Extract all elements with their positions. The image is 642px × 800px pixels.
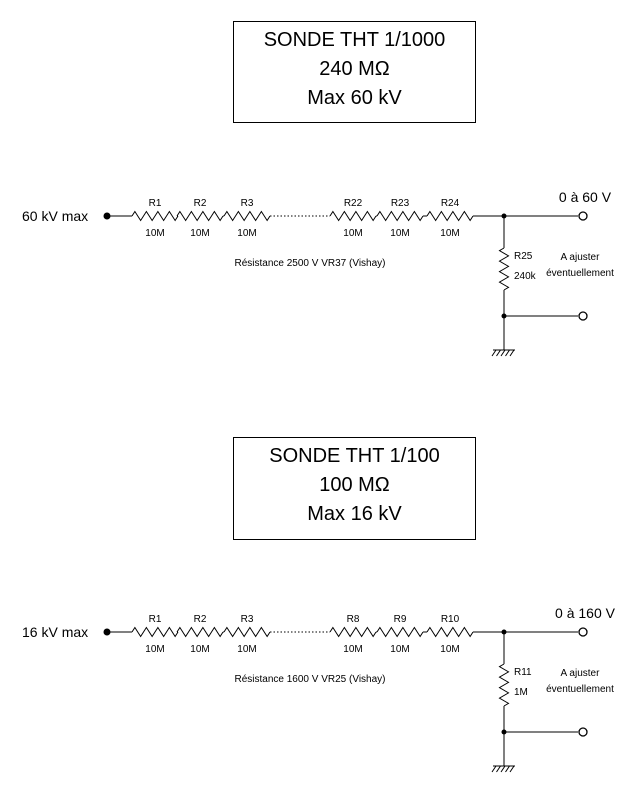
resistor-ref-label: R3: [241, 198, 254, 209]
resistor-value-label: 10M: [145, 644, 164, 655]
resistor-symbol: [426, 210, 474, 222]
resistor-symbol: [329, 626, 377, 638]
resistor-symbol: [131, 626, 179, 638]
shunt-resistor-symbol: [498, 663, 510, 707]
resistor-symbol: [176, 210, 224, 222]
probe-2-max-voltage: Max 16 kV: [307, 503, 402, 525]
resistor-type-note: Résistance 2500 V VR37 (Vishay): [234, 258, 385, 269]
shunt-resistor-ref-label: R25: [514, 251, 533, 262]
resistor-ref-label: R2: [194, 198, 207, 209]
output-terminal: [578, 211, 588, 221]
resistor-value-label: 10M: [440, 644, 459, 655]
resistor-ref-label: R23: [391, 198, 410, 209]
ground-output-terminal: [578, 727, 588, 737]
resistor-symbol: [376, 210, 424, 222]
resistor-value-label: 10M: [390, 228, 409, 239]
probe-1-max-voltage: Max 60 kV: [307, 87, 402, 109]
probe-1-circuit: 60 kV max R1 10M R2 10M R3 10M R22 10M R23 10M R24 1…: [22, 189, 614, 357]
shunt-resistor-value-label: 240k: [514, 271, 537, 282]
resistor-type-note: Résistance 1600 V VR25 (Vishay): [234, 674, 385, 685]
resistor-ref-label: R9: [394, 614, 407, 625]
ground-output-terminal: [578, 311, 588, 321]
resistor-value-label: 10M: [440, 228, 459, 239]
resistor-ref-label: R22: [344, 198, 363, 209]
resistor-ref-label: R10: [441, 614, 460, 625]
input-voltage-label: 16 kV max: [22, 624, 88, 640]
resistor-value-label: 10M: [237, 228, 256, 239]
ground-symbol-hatch: [491, 349, 515, 357]
resistor-value-label: 10M: [343, 228, 362, 239]
resistor-ref-label: R2: [194, 614, 207, 625]
resistor-symbol: [329, 210, 377, 222]
adjust-note-line-2: éventuellement: [546, 684, 614, 695]
adjust-note-line-1: A ajuster: [561, 668, 601, 679]
resistor-value-label: 10M: [145, 228, 164, 239]
probe-1-title: SONDE THT 1/1000: [263, 29, 446, 51]
shunt-resistor-ref-label: R11: [514, 667, 532, 678]
adjust-note-line-1: A ajuster: [561, 252, 601, 263]
resistor-ref-label: R8: [347, 614, 360, 625]
output-terminal: [578, 627, 588, 637]
output-voltage-label: 0 à 60 V: [559, 189, 612, 205]
output-voltage-label: 0 à 160 V: [555, 605, 616, 621]
shunt-resistor-value-label: 1M: [514, 687, 528, 698]
resistor-value-label: 10M: [237, 644, 256, 655]
probe-2-resistance: 100 MΩ: [319, 474, 390, 496]
probe-1-title-box: SONDE THT 1/1000 240 MΩ Max 60 kV: [233, 21, 476, 123]
resistor-ref-label: R1: [149, 614, 162, 625]
resistor-value-label: 10M: [190, 644, 209, 655]
adjust-note-line-2: éventuellement: [546, 268, 614, 279]
resistor-ref-label: R24: [441, 198, 460, 209]
shunt-resistor-symbol: [498, 247, 510, 291]
resistor-ref-label: R1: [149, 198, 162, 209]
resistor-symbol: [223, 626, 271, 638]
probe-2-title-box: SONDE THT 1/100 100 MΩ Max 16 kV: [233, 437, 476, 540]
probe-2-circuit: 16 kV max R1 10M R2 10M R3 10M R8 10M R9 10M R10 10M…: [22, 605, 616, 773]
resistor-ref-label: R3: [241, 614, 254, 625]
input-voltage-label: 60 kV max: [22, 208, 88, 224]
resistor-symbol: [176, 626, 224, 638]
resistor-value-label: 10M: [190, 228, 209, 239]
resistor-symbol: [426, 626, 474, 638]
resistor-symbol: [376, 626, 424, 638]
resistor-symbol: [223, 210, 271, 222]
resistor-symbol: [131, 210, 179, 222]
resistor-value-label: 10M: [343, 644, 362, 655]
probe-2-title: SONDE THT 1/100: [269, 445, 440, 467]
ground-symbol-hatch: [491, 765, 515, 773]
resistor-value-label: 10M: [390, 644, 409, 655]
probe-1-resistance: 240 MΩ: [319, 58, 390, 80]
